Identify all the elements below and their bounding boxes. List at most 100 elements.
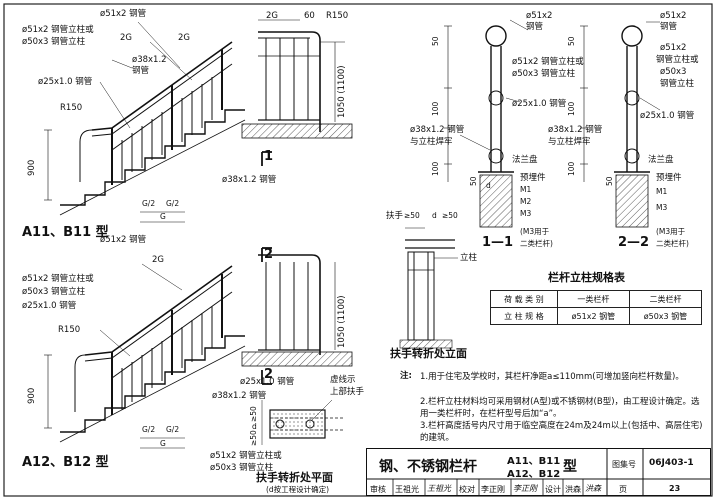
label-a12-post-a: ø51x2 钢管立柱或 xyxy=(22,274,94,284)
label-a11-g2-a: G/2 xyxy=(142,199,156,208)
label-htp-post-a: ø51x2 钢管立柱或 xyxy=(210,451,282,461)
label-htp-d: d xyxy=(252,422,257,431)
label-11-weld: 与立柱焊牢 xyxy=(410,137,453,147)
section-1-1-drawing xyxy=(444,19,529,228)
a12-elevation xyxy=(44,263,246,449)
section-1-elevation xyxy=(241,19,353,166)
label-s2-cut-bot: 2 xyxy=(264,367,274,382)
label-s1-cut: 1 xyxy=(264,149,274,164)
spec-table-cell: 荷 载 类 别 xyxy=(490,290,558,308)
checker-signature: 李正刚 xyxy=(513,484,537,493)
label-htp-dashed-a: 虚线示 xyxy=(330,375,356,385)
label-22-post-b: 钢管立柱 xyxy=(660,79,695,89)
label-a12-900: 900 xyxy=(27,387,37,404)
label-a11-g2-b: G/2 xyxy=(166,199,180,208)
label-s1-r150: R150 xyxy=(326,11,349,21)
handrail-turn-plan-drawing xyxy=(261,399,345,445)
spec-table-cell: 立 柱 规 格 xyxy=(490,307,558,325)
spec-table-row: 荷 载 类 别 一类栏杆 二类栏杆 xyxy=(490,290,703,308)
label-a11-38: ø38x1.2 xyxy=(132,55,167,65)
label-s2-38: ø38x1.2 钢管 xyxy=(212,391,267,401)
label-11-flange: 法兰盘 xyxy=(512,155,538,165)
label-a11-post-a: ø51x2 钢管立柱或 xyxy=(22,25,94,35)
label-a12-2g: 2G xyxy=(152,255,164,265)
label-a12-g2-b: G/2 xyxy=(166,425,180,434)
label-a11-38-steel: 钢管 xyxy=(132,66,150,76)
atlas-number: 06J403-1 xyxy=(649,458,694,468)
label-22-38: ø38x1.2 钢管 xyxy=(548,125,603,135)
label-11-m1: M1 xyxy=(520,185,532,194)
label-s2-cut-top: 2 xyxy=(264,247,274,262)
spec-table-cell: ø50x3 钢管 xyxy=(628,307,703,325)
spec-table-title: 栏杆立柱规格表 xyxy=(548,271,625,284)
spec-table-cell: 一类栏杆 xyxy=(556,290,630,308)
label-hte-handrail: 扶手 xyxy=(386,211,404,221)
label-a11-25: ø25x1.0 钢管 xyxy=(38,77,93,87)
label-22-m1: M1 xyxy=(656,187,668,196)
spec-table-cell: 二类栏杆 xyxy=(628,290,703,308)
label-htp-50b: ≥50 xyxy=(249,430,258,446)
label-11-51: ø51x2 xyxy=(526,11,553,21)
label-a11-2g-b: 2G xyxy=(178,33,190,43)
title-block: 钢、不锈钢栏杆 A11、B11 A12、B12 型 图集号 06J403-1 页… xyxy=(366,448,711,496)
label-s2-25: ø25x1.0 钢管 xyxy=(240,377,295,387)
design-label: 设计 xyxy=(545,485,561,494)
label-22-m3note-b: 二类栏杆) xyxy=(656,239,689,248)
label-a12-r150: R150 xyxy=(58,325,81,335)
label-22-51a: ø51x2 xyxy=(660,11,687,21)
label-a11-rail: ø51x2 钢管 xyxy=(100,9,147,19)
label-a12-25: ø25x1.0 钢管 xyxy=(22,301,77,311)
label-s1-1050: 1050 (1100) xyxy=(337,65,347,118)
label-11-m3note-b: 二类栏杆) xyxy=(520,239,553,248)
caption-a11: A11、B11 型 xyxy=(22,225,109,240)
check-label: 校对 xyxy=(459,485,475,494)
label-a11-post-b: ø50x3 钢管立柱 xyxy=(22,37,86,47)
label-11-m2: M2 xyxy=(520,197,532,206)
spec-table: 荷 载 类 别 一类栏杆 二类栏杆 立 柱 规 格 ø51x2 钢管 ø50x3… xyxy=(490,290,703,325)
label-a12-g: G xyxy=(160,439,166,448)
label-a11-900: 900 xyxy=(27,159,37,176)
note-1: 1.用于住宅及学校时，其栏杆净距a≤110mm(可增加竖向栏杆数量)。 xyxy=(420,372,684,382)
label-htp-post-b: ø50x3 钢管立柱 xyxy=(210,463,274,473)
subtitle-handrail-turn-plan: (d按工程设计确定) xyxy=(266,485,330,494)
label-11-100b: 100 xyxy=(431,161,440,176)
label-22-m3note-a: (M3用于 xyxy=(656,227,686,236)
label-s2-1050: 1050 (1100) xyxy=(337,295,347,348)
a11-elevation xyxy=(44,21,246,223)
review-label: 审核 xyxy=(370,485,386,494)
label-11-post-a: ø51x2 钢管立柱或 xyxy=(512,57,584,67)
label-htp-dashed-b: 上部扶手 xyxy=(330,387,365,397)
title-section-1-1: 1—1 xyxy=(482,235,514,250)
label-11-100a: 100 xyxy=(431,101,440,116)
label-22-50: ø50x3 xyxy=(660,67,687,77)
label-hte-d: d xyxy=(432,211,437,220)
label-22-embed: 预埋件 xyxy=(656,173,682,183)
title-handrail-turn-elevation: 扶手转折处立面 xyxy=(390,347,467,360)
label-s1-2g: 2G xyxy=(266,11,278,21)
label-hte-50a: ≥50 xyxy=(404,211,420,220)
label-11-post-b: ø50x3 钢管立柱 xyxy=(512,69,576,79)
label-a12-post-b: ø50x3 钢管立柱 xyxy=(22,287,86,297)
designer: 洪森 xyxy=(565,485,581,494)
label-s1-60: 60 xyxy=(304,11,315,21)
reviewer-signature: 王祖光 xyxy=(427,484,451,493)
atlas-label: 图集号 xyxy=(612,460,636,469)
label-a12-g2-a: G/2 xyxy=(142,425,156,434)
label-22-post-a: 钢管立柱或 xyxy=(656,55,699,65)
label-22-m3: M3 xyxy=(656,203,668,212)
designer-signature: 洪森 xyxy=(585,484,601,493)
label-22-100b: 100 xyxy=(567,161,576,176)
label-22-100a: 100 xyxy=(567,101,576,116)
title-section-2-2: 2—2 xyxy=(618,235,650,250)
label-a11-g: G xyxy=(160,212,166,221)
label-22-51b: ø51x2 xyxy=(660,43,687,53)
section-2-elevation xyxy=(241,247,353,385)
page-label: 页 xyxy=(619,485,627,494)
label-11-25: ø25x1.0 钢管 xyxy=(512,99,567,109)
label-11-m3: M3 xyxy=(520,209,532,218)
checker: 李正刚 xyxy=(481,485,505,494)
label-a11-2g-a: 2G xyxy=(120,33,132,43)
title-suffix: 型 xyxy=(563,459,577,475)
label-hte-post: 立柱 xyxy=(460,253,478,263)
label-htp-50a: ≥50 xyxy=(249,406,258,422)
